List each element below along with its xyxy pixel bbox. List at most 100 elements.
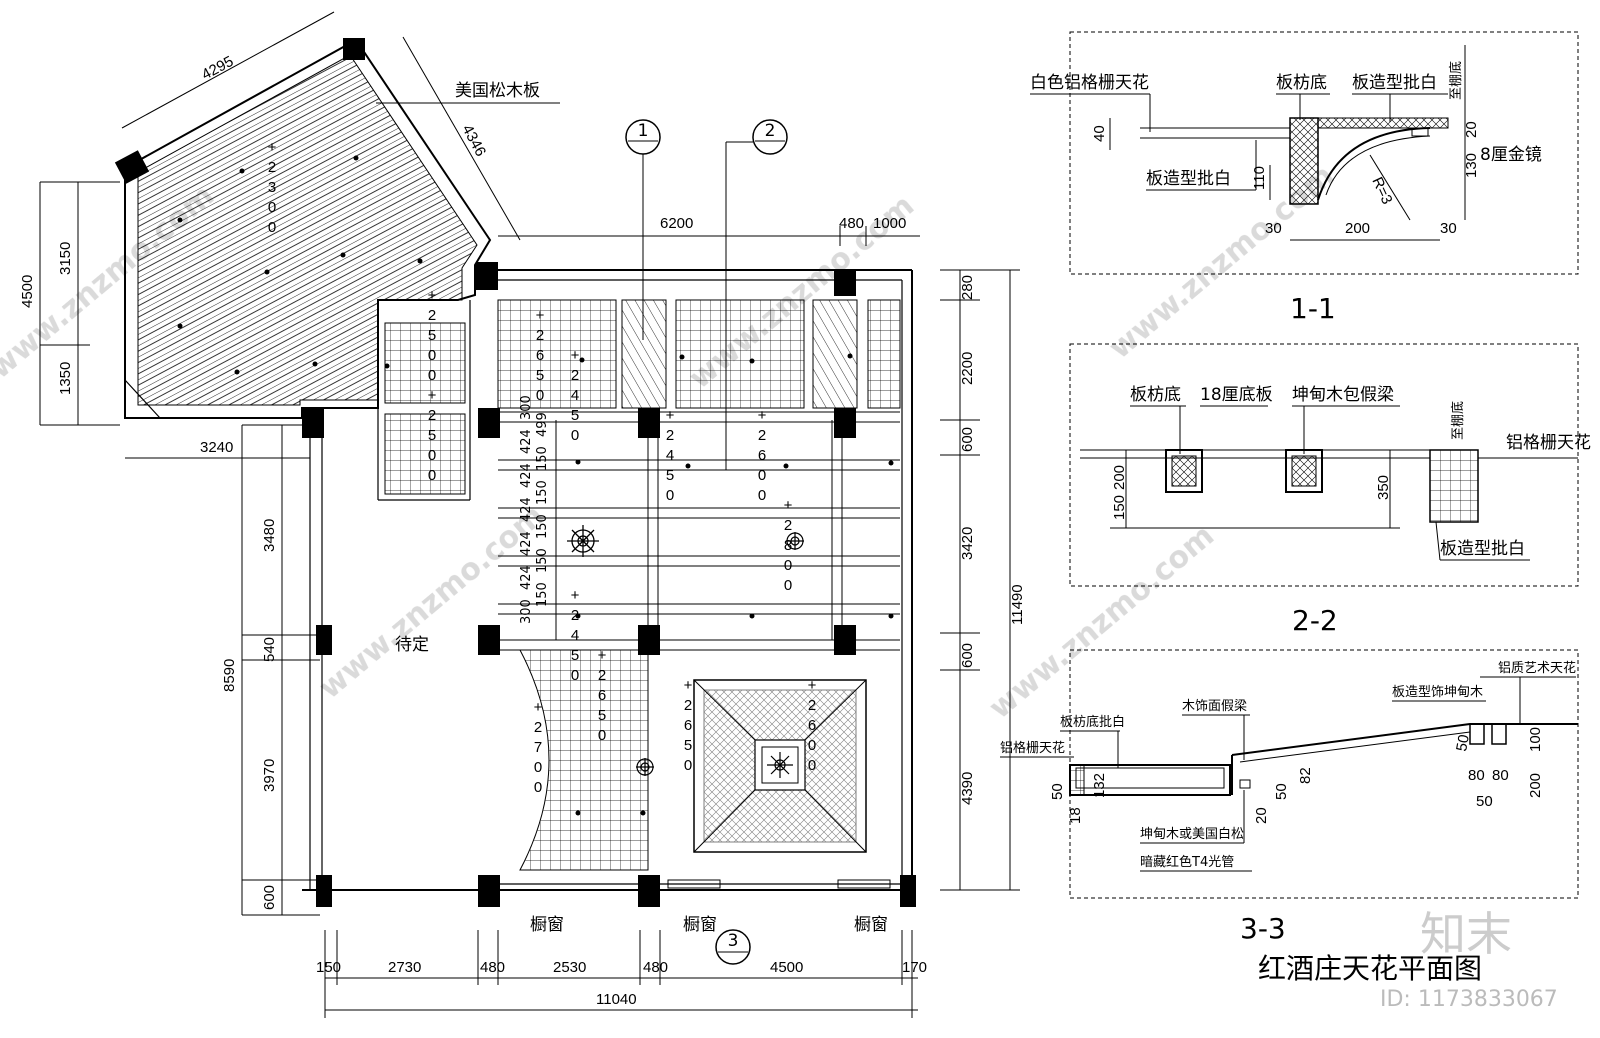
columns	[302, 270, 916, 907]
marker-label: 1	[638, 121, 649, 141]
height-digit: 6	[758, 447, 766, 464]
height-digit: 0	[808, 757, 816, 774]
height-digit: 0	[571, 667, 579, 684]
strip-ceiling	[498, 411, 900, 651]
height-digit: +	[536, 307, 545, 324]
dim-text: 30	[1440, 220, 1457, 237]
s1-label: 白色铝格栅天花	[1030, 73, 1149, 93]
height-digit: 2	[536, 327, 544, 344]
dim-text: 4295	[199, 53, 236, 84]
dim-text: 50	[1273, 783, 1290, 800]
height-digit: 0	[758, 467, 766, 484]
flower-lamp-icon	[636, 758, 654, 776]
height-digit: 2	[571, 607, 579, 624]
s1-label: 板造型批白	[1352, 73, 1437, 93]
height-digit: 0	[534, 779, 542, 796]
marker-label: 3	[728, 931, 739, 951]
dim-text: 80	[1492, 767, 1509, 784]
height-digit: 0	[784, 557, 792, 574]
dim-text: 3150	[57, 242, 74, 275]
dim-text: 350	[1375, 475, 1392, 500]
height-digit: +	[666, 407, 675, 424]
s3-label: 板造型饰坤甸木	[1392, 685, 1483, 700]
dim-text: 170	[902, 959, 927, 976]
height-digit: 0	[758, 487, 766, 504]
dim-text: 200	[1111, 465, 1128, 490]
dim-text: 11040	[596, 991, 637, 1008]
section-caption: 3-3	[1240, 912, 1286, 945]
height-digit: 0	[684, 757, 692, 774]
height-digit: 0	[428, 447, 436, 464]
dim-text: 150	[1111, 495, 1128, 520]
beam-dim-text: 150	[535, 514, 550, 539]
s2-label: 板枋底	[1130, 385, 1181, 405]
height-digit: +	[534, 699, 543, 716]
dim-text: 480	[480, 959, 505, 976]
shopwindow-label: 橱窗	[683, 915, 717, 935]
height-digit: +	[268, 139, 277, 156]
height-annotations: +2300+2500+2500+2650+2450+2450+2600+2800…	[268, 139, 817, 796]
dim-text: 1000	[873, 215, 906, 232]
section-marker-1: 1	[625, 119, 661, 340]
dim-text: 18	[1067, 807, 1084, 824]
dim-text: 40	[1091, 125, 1108, 142]
height-digit: 5	[536, 367, 544, 384]
dim-text: 50	[1453, 733, 1473, 752]
dim-text: 6200	[660, 215, 693, 232]
beam-dim-text: 424	[519, 429, 534, 454]
height-digit: +	[428, 287, 437, 304]
material-label: 美国松木板	[455, 81, 540, 101]
height-digit: 5	[666, 467, 674, 484]
s3-label: 铝质艺术天花	[1498, 660, 1576, 676]
section-caption: 2-2	[1292, 604, 1338, 637]
marker-label: 2	[765, 121, 776, 141]
dim-text: 600	[261, 885, 278, 910]
height-digit: 2	[534, 719, 542, 736]
height-digit: 2	[784, 517, 792, 534]
watermark-id: ID: 1173833067	[1380, 987, 1558, 1012]
beam-dim-text: 424	[519, 565, 534, 590]
height-digit: +	[808, 677, 817, 694]
beam-dim-text: 150	[535, 446, 550, 471]
height-digit: 4	[571, 387, 579, 404]
shopwindow-label: 橱窗	[530, 915, 564, 935]
height-digit: 5	[428, 427, 436, 444]
height-digit: 2	[758, 427, 766, 444]
beam-dim-text: 499	[535, 412, 550, 437]
beam-dim-text: 150	[535, 480, 550, 505]
beam-dim-text: 150	[535, 548, 550, 573]
dim-text: 1350	[57, 362, 74, 395]
height-digit: 2	[428, 307, 436, 324]
drawing-title: 红酒庄天花平面图	[1258, 952, 1482, 985]
section-marker-3: 3	[715, 929, 751, 965]
dim-text: 50	[1476, 793, 1493, 810]
dim-text: 3240	[200, 439, 233, 456]
s3-label: 木饰面假梁	[1182, 699, 1247, 714]
flower-lamp-icon	[786, 532, 804, 550]
s3-label: 板枋底批白	[1060, 714, 1125, 730]
height-digit: 2	[808, 697, 816, 714]
height-digit: 6	[598, 687, 606, 704]
s3-label: 坤甸木或美国白松	[1140, 826, 1244, 842]
s3-label: 暗藏红色T4光管	[1140, 854, 1234, 870]
dim-text: 8590	[221, 659, 238, 692]
height-digit: 0	[534, 759, 542, 776]
height-digit: 6	[808, 717, 816, 734]
height-digit: +	[758, 407, 767, 424]
height-digit: 7	[534, 739, 542, 756]
height-digit: 5	[428, 327, 436, 344]
flower-lamp-icon	[567, 525, 599, 557]
height-digit: 5	[684, 737, 692, 754]
section-2-2: 板枋底 18厘底板 坤甸木包假梁 至棚底 铝格栅天花 板造型批白 200 150…	[1069, 343, 1591, 637]
height-digit: +	[784, 497, 793, 514]
section-marker-2: 2	[725, 119, 788, 470]
grid-ceiling-arch	[519, 649, 649, 871]
height-digit: 0	[268, 219, 276, 236]
s1-label: 至棚底	[1448, 61, 1464, 100]
height-digit: 0	[428, 467, 436, 484]
dim-text: 82	[1297, 767, 1314, 784]
height-digit: 5	[598, 707, 606, 724]
s2-label: 至棚底	[1450, 401, 1466, 440]
